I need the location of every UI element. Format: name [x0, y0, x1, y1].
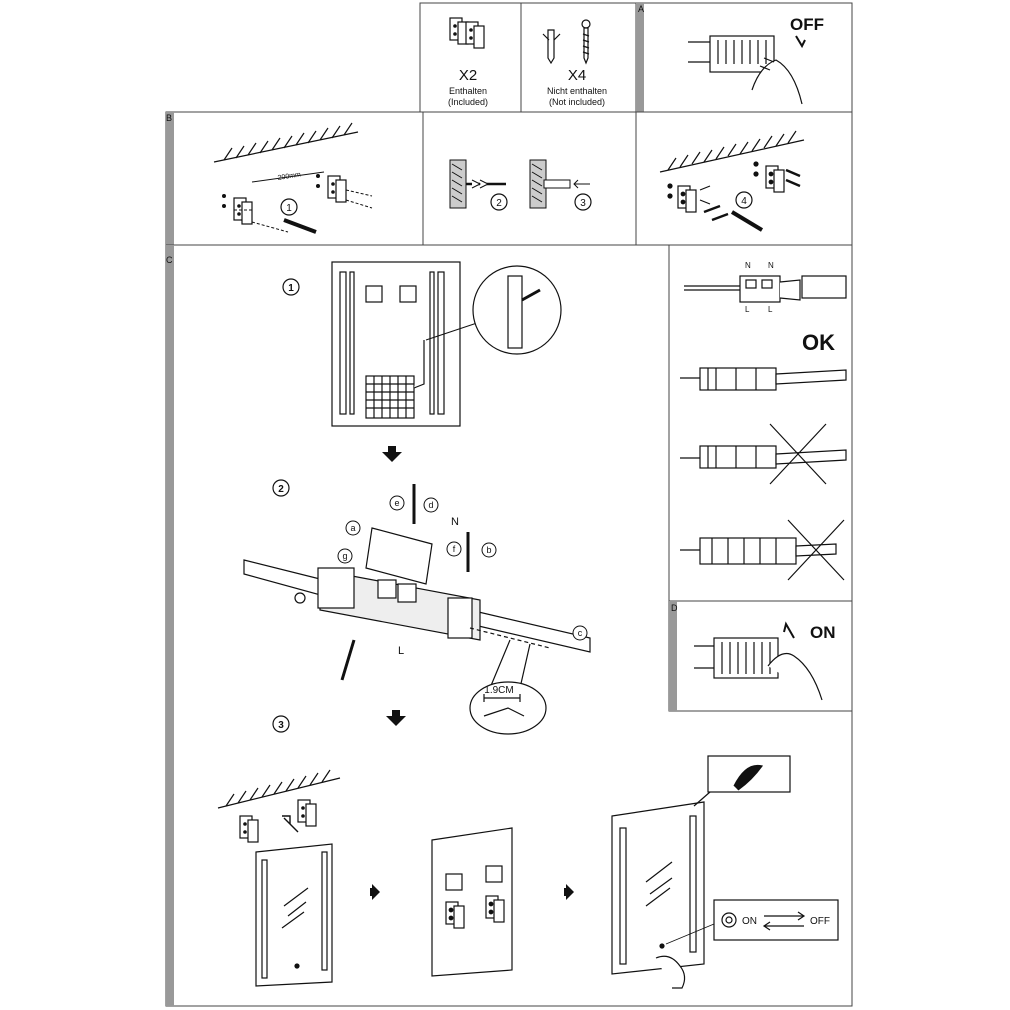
- pencil-icon: [283, 218, 317, 234]
- section-b-label: B: [166, 113, 172, 123]
- drilling-illustration: [449, 159, 590, 209]
- section-b-bar: [166, 112, 174, 245]
- off-arrow-icon: [795, 35, 806, 49]
- terminal-wrong-2: [680, 519, 845, 581]
- step-b4-circle: [735, 191, 753, 209]
- section-d-bar: [669, 601, 677, 711]
- right-arrow-2-stem: [564, 888, 568, 896]
- anchor-screw-icon: [542, 19, 591, 65]
- callout-c: c: [578, 628, 583, 638]
- anchor-count: X4: [568, 67, 586, 84]
- terminal-l-label-2: L: [768, 305, 773, 314]
- switch-off-label: OFF: [810, 916, 830, 927]
- wall-hatch-b4: [659, 130, 805, 173]
- down-arrow-1-icon: [382, 452, 402, 462]
- bracket-included-de: Enthalten: [449, 86, 487, 96]
- terminal-block-on-illustration: [694, 637, 823, 701]
- ok-label: OK: [802, 330, 835, 355]
- terminal-n-label-2: N: [768, 261, 774, 270]
- section-d-label: D: [671, 603, 678, 613]
- bracket-included-en: (Included): [448, 97, 488, 107]
- callout-g: g: [342, 551, 347, 561]
- down-arrow-1-stem: [388, 446, 396, 454]
- section-a-bar: [636, 3, 644, 112]
- terminal-block-off-illustration: [688, 35, 803, 105]
- step-b1-circle: [280, 198, 298, 216]
- step-b4-number: 4: [741, 196, 747, 207]
- step-c3-circle: [272, 715, 290, 733]
- mirror-front-final: [611, 755, 791, 989]
- wall-hatch-c3: [217, 769, 341, 809]
- section-b-frame: [165, 111, 853, 246]
- terminal-wrong-1: [680, 423, 847, 485]
- anchor-included-en: (Not included): [549, 97, 605, 107]
- anchor-included-de: Nicht enthalten: [547, 86, 607, 96]
- step-c1-number: 1: [288, 283, 294, 294]
- step-b1-number: 1: [286, 203, 292, 214]
- step-c2-circle: [272, 479, 290, 497]
- bracket-part-icon: [449, 17, 485, 49]
- bracket-spacing-label: 200mm: [277, 171, 301, 182]
- mounting-brackets-b1: [222, 171, 373, 233]
- callout-d: d: [428, 500, 433, 510]
- connector-wiring-illustration: [243, 484, 591, 735]
- live-label: L: [398, 645, 404, 657]
- wall-hatch-b1: [213, 122, 359, 163]
- down-arrow-2-icon: [386, 716, 406, 726]
- terminal-correct: [680, 367, 847, 391]
- section-c-label: C: [166, 255, 173, 265]
- step-c1-circle: [282, 278, 300, 296]
- mirror-back-illustration: [331, 261, 562, 427]
- step-c2-number: 2: [278, 484, 284, 495]
- switch-on-label: ON: [742, 916, 757, 927]
- on-arrow-icon: [783, 621, 795, 639]
- neutral-label: N: [451, 516, 459, 528]
- section-a-label: A: [638, 4, 644, 14]
- bracket-count: X2: [459, 67, 477, 84]
- off-label: OFF: [790, 15, 824, 34]
- strip-length-label: 1.9CM: [484, 685, 513, 696]
- step-b2-number: 2: [496, 198, 502, 209]
- screwing-brackets-illustration: [667, 161, 801, 232]
- brackets-c3: [239, 799, 317, 843]
- right-arrow-1-stem: [370, 888, 374, 896]
- step-b2-circle: [490, 193, 508, 211]
- callout-a: a: [350, 523, 355, 533]
- switch-panel: [665, 899, 839, 945]
- terminal-wiring-diagram: [684, 275, 847, 303]
- section-c-bar: [166, 245, 174, 1006]
- callout-e: e: [394, 498, 399, 508]
- terminal-n-label-1: N: [745, 261, 751, 270]
- step-c3-number: 3: [278, 720, 284, 731]
- terminal-l-label-1: L: [745, 305, 750, 314]
- step-b3-circle: [574, 193, 592, 211]
- mirror-hanging-illustration: [431, 827, 513, 977]
- on-label: ON: [810, 623, 836, 642]
- callouts: [337, 495, 588, 641]
- mirror-front-1: [255, 843, 333, 987]
- down-arrow-2-stem: [392, 710, 400, 718]
- callout-b: b: [486, 545, 491, 555]
- step-b3-number: 3: [580, 198, 586, 209]
- callout-f: f: [453, 544, 456, 554]
